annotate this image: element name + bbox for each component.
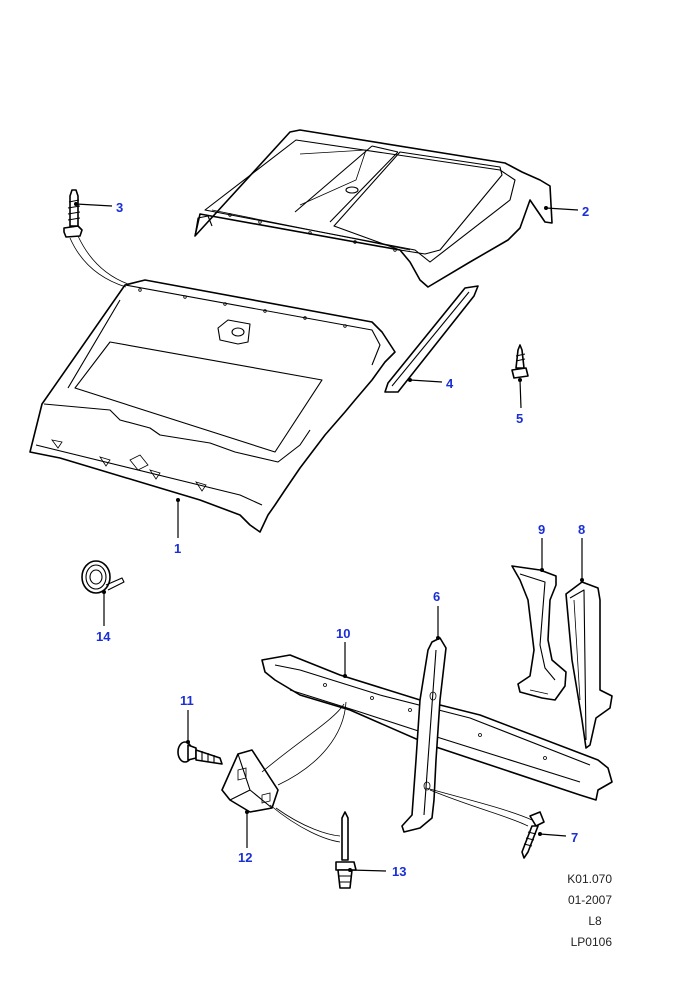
callout-6: 6 bbox=[433, 589, 440, 604]
part-8-pillar-trim bbox=[565, 581, 613, 749]
callout-13: 13 bbox=[392, 864, 406, 879]
callout-12: 12 bbox=[238, 850, 252, 865]
part-9-pillar-trim bbox=[511, 565, 567, 701]
part-1-front-headlining bbox=[29, 279, 396, 533]
callout-4: 4 bbox=[446, 376, 454, 391]
callout-7: 7 bbox=[571, 830, 578, 845]
callout-8: 8 bbox=[578, 522, 585, 537]
callout-11: 11 bbox=[180, 693, 194, 708]
callout-labels: 1 2 3 4 5 6 7 8 9 10 11 12 13 14 bbox=[96, 200, 589, 879]
reference-plate: LP0106 bbox=[570, 935, 612, 949]
callout-10: 10 bbox=[336, 626, 350, 641]
part-3-push-clip bbox=[63, 189, 83, 238]
reference-date: 01-2007 bbox=[567, 893, 612, 907]
part-13-rivet bbox=[335, 811, 357, 889]
part-2-rear-headlining bbox=[194, 129, 553, 288]
part-14-tape-roll bbox=[81, 560, 125, 594]
reference-code: K01.070 bbox=[567, 872, 612, 886]
leader-lines bbox=[74, 202, 584, 872]
callout-3: 3 bbox=[116, 200, 123, 215]
fixing-indicator-lines bbox=[69, 235, 533, 843]
part-5-screw bbox=[511, 344, 529, 379]
callout-5: 5 bbox=[516, 411, 523, 426]
part-12-bracket bbox=[221, 749, 279, 813]
callout-14: 14 bbox=[96, 629, 111, 644]
reference-model: L8 bbox=[588, 914, 602, 928]
part-11-bolt bbox=[177, 741, 223, 765]
part-6-pillar-trim bbox=[401, 637, 447, 833]
callout-2: 2 bbox=[582, 204, 589, 219]
part-7-screw bbox=[521, 811, 545, 859]
callout-1: 1 bbox=[174, 541, 181, 556]
part-4-trim-strip bbox=[384, 285, 479, 393]
callout-9: 9 bbox=[538, 522, 545, 537]
